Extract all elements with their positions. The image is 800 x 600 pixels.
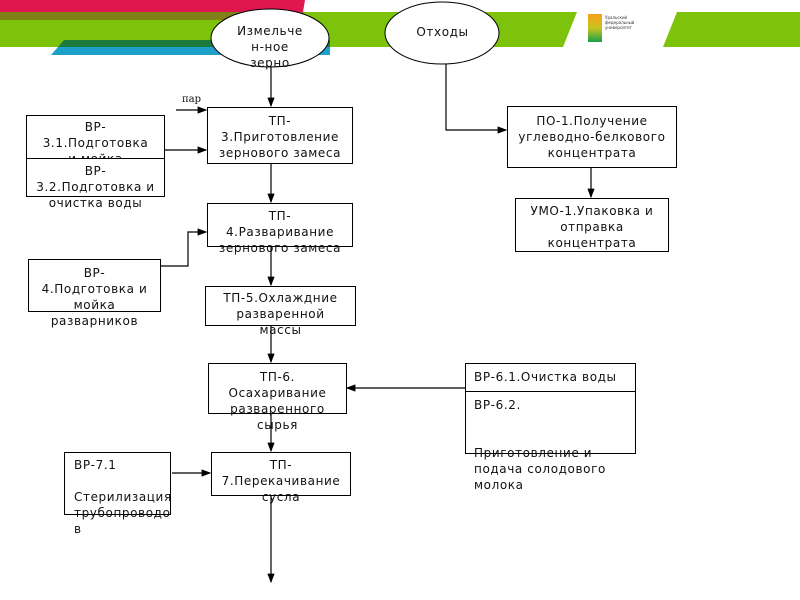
arrow-waste-po1 bbox=[445, 64, 508, 134]
node-tp3 bbox=[207, 107, 353, 164]
node-tp7-label: ТП- 7.Перекачивание сусла bbox=[221, 458, 341, 504]
node-tp4 bbox=[207, 203, 353, 247]
node-vr71 bbox=[64, 452, 171, 515]
node-vr31-label: ВР- 3.1.Подготовка и мойка bbox=[42, 120, 149, 158]
ellipse-grain-label: Измельче н-ное зерно bbox=[237, 24, 303, 70]
node-tp7 bbox=[211, 452, 351, 496]
logo-mark bbox=[588, 14, 602, 42]
node-tp5-label: ТП-5.Охлаждние разваренной массы bbox=[223, 291, 338, 337]
node-umo1-label: УМО-1.Упаковка и отправка концентрата bbox=[530, 204, 654, 250]
node-vr32-label: ВР- 3.2.Подготовка и очистка воды bbox=[36, 164, 155, 210]
node-po1-label: ПО-1.Получение углеводно-белкового конце… bbox=[518, 114, 666, 160]
node-umo1 bbox=[515, 198, 669, 252]
node-vr62 bbox=[465, 391, 636, 454]
steam-label: пар bbox=[182, 94, 202, 105]
node-vr62-label: ВР-6.2. Приготовление и подача солодовог… bbox=[474, 398, 606, 492]
node-tp6-label: ТП-6. Осахаривание разваренного сырья bbox=[228, 370, 327, 432]
ellipse-grain bbox=[210, 8, 330, 68]
node-vr61-label: ВР-6.1.Очистка воды bbox=[474, 370, 617, 384]
node-tp5 bbox=[205, 286, 356, 326]
arrow-vr4-tp4 bbox=[160, 228, 208, 267]
banner-red-stripe bbox=[0, 0, 315, 12]
node-vr61 bbox=[465, 363, 636, 392]
node-vr4 bbox=[28, 259, 161, 312]
node-vr4-label: ВР- 4.Подготовка и мойка разварников bbox=[41, 266, 148, 328]
node-po1 bbox=[507, 106, 677, 168]
logo-text: Уральский федеральный университет bbox=[605, 15, 635, 30]
node-tp4-label: ТП- 4.Разваривание зернового замеса bbox=[218, 209, 342, 255]
node-vr31 bbox=[26, 115, 165, 159]
banner-white-top bbox=[303, 0, 800, 12]
node-vr71-label: ВР-7.1 Стерилизация трубопроводо в bbox=[74, 458, 172, 536]
node-vr32 bbox=[26, 158, 165, 197]
ellipse-waste-label: Отходы bbox=[416, 25, 469, 39]
node-tp3-label: ТП- 3.Приготовление зернового замеса bbox=[218, 114, 342, 160]
ellipse-waste bbox=[384, 1, 500, 65]
node-tp6 bbox=[208, 363, 347, 414]
